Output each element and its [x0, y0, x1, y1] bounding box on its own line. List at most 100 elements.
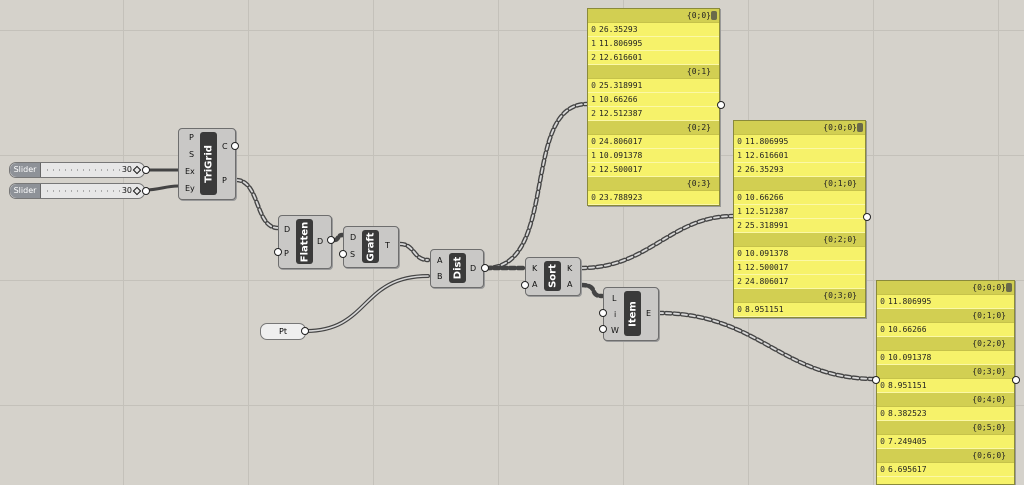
wire-item-panel3-in — [657, 312, 877, 380]
slider-value: 30 — [121, 165, 132, 174]
item-input-i[interactable]: i — [614, 310, 617, 319]
slider-handle-icon[interactable] — [132, 186, 142, 196]
panel-row-value: 24.806017 — [745, 277, 789, 286]
trigrid-output-c-grip[interactable] — [231, 142, 239, 150]
panel-row-value: 12.500017 — [745, 263, 789, 272]
panel-row-value: 25.318991 — [745, 221, 789, 230]
flatten-input-p[interactable]: P — [284, 249, 289, 258]
dist-output-grip[interactable] — [481, 264, 489, 272]
trigrid-input-ey[interactable]: Ey — [185, 184, 195, 193]
graft-component[interactable]: D S Graft T — [343, 226, 399, 268]
slider-ey-output-grip[interactable] — [142, 187, 150, 195]
panel-row-value: 12.616601 — [599, 53, 643, 62]
sort-output-k[interactable]: K — [567, 264, 573, 273]
panel-sorted-keys-output-grip[interactable] — [863, 213, 871, 221]
panel-row-value: 11.806995 — [888, 297, 932, 306]
dist-input-a[interactable]: A — [437, 256, 443, 265]
item-output-e[interactable]: E — [646, 309, 652, 318]
panel-row-index: 2 — [591, 53, 596, 62]
flatten-output-d[interactable]: D — [317, 237, 324, 246]
wire-pt-dist-in — [305, 275, 429, 332]
panel-row-value: 12.512387 — [745, 207, 789, 216]
slider-ey[interactable]: Slider 30 — [9, 183, 145, 199]
trigrid-input-ex[interactable]: Ex — [185, 167, 195, 176]
slider-ex-output-grip[interactable] — [142, 166, 150, 174]
item-input-i-grip[interactable] — [599, 309, 607, 317]
graft-input-d[interactable]: D — [350, 233, 357, 242]
sort-title: Sort — [547, 264, 558, 288]
trigrid-output-p[interactable]: P — [222, 176, 227, 185]
panel-row-value: 10.091378 — [599, 151, 643, 160]
panel-row-index: 0 — [737, 305, 742, 314]
trigrid-input-p[interactable]: P — [189, 133, 194, 142]
panel-path-header: {0;0;0} — [734, 121, 865, 135]
point-output-grip[interactable] — [301, 327, 309, 335]
sort-core[interactable]: Sort — [544, 261, 561, 291]
panel-resize-handle-icon[interactable] — [1006, 283, 1012, 292]
panel-path-header: {0;0;0} — [877, 281, 1014, 295]
panel-items-input-grip[interactable] — [872, 376, 880, 384]
item-input-l[interactable]: L — [612, 294, 617, 303]
panel-row-index: 0 — [880, 465, 885, 474]
flatten-input-p-grip[interactable] — [274, 248, 282, 256]
item-component[interactable]: L i W Item E — [603, 287, 659, 341]
panel-row-value: 10.091378 — [745, 249, 789, 258]
item-core[interactable]: Item — [624, 291, 641, 336]
item-input-w[interactable]: W — [611, 326, 619, 335]
slider-ex[interactable]: Slider 30 — [9, 162, 145, 178]
trigrid-output-c[interactable]: C — [222, 142, 228, 151]
panel-row-value: 24.806017 — [599, 137, 643, 146]
dist-core[interactable]: Dist — [449, 253, 466, 283]
panel-row-index: 0 — [737, 137, 742, 146]
slider-track[interactable] — [47, 190, 120, 192]
panel-path-header: {0;2} — [588, 121, 719, 135]
trigrid-component[interactable]: P S Ex Ey TriGrid C P — [178, 128, 236, 200]
panel-row-value: 10.66266 — [599, 95, 638, 104]
panel-path-header: {0;4;0} — [877, 393, 1014, 407]
flatten-core[interactable]: Flatten — [296, 219, 313, 264]
panel-row-value: 12.616601 — [745, 151, 789, 160]
item-input-w-grip[interactable] — [599, 325, 607, 333]
slider-value: 30 — [121, 186, 132, 195]
dist-component[interactable]: A B Dist D — [430, 249, 484, 288]
graft-input-s-grip[interactable] — [339, 250, 347, 258]
sort-input-k[interactable]: K — [532, 264, 538, 273]
panel-path-header: {0;5;0} — [877, 421, 1014, 435]
panel-row-index: 0 — [737, 193, 742, 202]
panel-row-index: 0 — [591, 81, 596, 90]
trigrid-input-s[interactable]: S — [189, 150, 195, 159]
panel-items-output-grip[interactable] — [1012, 376, 1020, 384]
point-param[interactable]: Pt — [260, 323, 306, 340]
panel-resize-handle-icon[interactable] — [857, 123, 863, 132]
sort-input-a[interactable]: A — [532, 280, 538, 289]
panel-resize-handle-icon[interactable] — [711, 11, 717, 20]
dist-input-b[interactable]: B — [437, 272, 443, 281]
trigrid-core[interactable]: TriGrid — [200, 132, 217, 195]
panel-row-index: 1 — [591, 39, 596, 48]
slider-handle-icon[interactable] — [132, 165, 142, 175]
panel-row-index: 0 — [591, 25, 596, 34]
flatten-input-d[interactable]: D — [284, 225, 291, 234]
wire-sort-panel2-in — [580, 215, 735, 269]
graft-core[interactable]: Graft — [362, 230, 379, 263]
dist-output-d[interactable]: D — [470, 264, 477, 273]
panel-row-index: 0 — [880, 437, 885, 446]
wire-item-panel3 — [655, 310, 879, 382]
graft-input-s[interactable]: S — [350, 250, 356, 259]
flatten-output-grip[interactable] — [327, 236, 335, 244]
slider-track[interactable] — [47, 169, 120, 171]
panel-row-index: 1 — [737, 263, 742, 272]
panel-distances-output-grip[interactable] — [717, 101, 725, 109]
graft-output-t[interactable]: T — [385, 241, 390, 250]
sort-component[interactable]: K A Sort K A — [525, 257, 581, 296]
sort-output-a[interactable]: A — [567, 280, 573, 289]
flatten-component[interactable]: D P Flatten D — [278, 215, 332, 269]
sort-input-a-grip[interactable] — [521, 281, 529, 289]
